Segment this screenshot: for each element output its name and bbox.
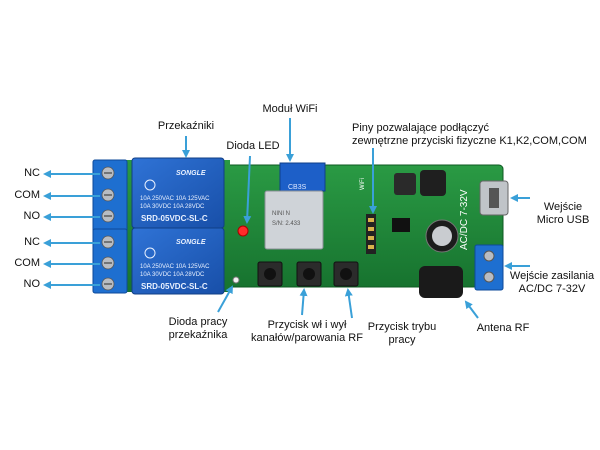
relay-brand: SONGLE [176,170,206,177]
relay-spec: 10A 30VDC 10A 28VDC [140,204,205,210]
terminal-label-com: COM [14,189,40,201]
label-mode-line2: pracy [388,334,416,346]
label-usb-line2: Micro USB [536,214,590,226]
relay-bottom [131,227,225,295]
terminal-label-nc: NC [24,167,40,179]
inductor [394,173,416,195]
label-pins-line1: Piny pozwalające podłączyć [352,122,489,134]
label-antenna: Antena RF [476,322,530,334]
wifi-mark: WiFi [360,178,366,190]
rf-antenna-coil [419,266,463,298]
regulator-chip [392,218,410,232]
relay-spec: 10A 30VDC 10A 28VDC [140,272,205,278]
label-onoff-button: Przycisk wł i wył kanałów/parowania RF [251,319,363,345]
label-pins: Piny pozwalające podłączyć zewnętrzne pr… [352,122,587,148]
module-text: S/N: 2.433 [272,221,301,227]
voltage-mark: AC/DC 7-32V [459,189,470,250]
label-power-line2: AC/DC 7-32V [518,283,586,295]
terminal-label-no: NO [23,278,41,290]
label-mode-button: Przycisk trybu pracy [368,321,436,347]
tactile-buttons [257,261,359,287]
label-usb-line1: Wejście [543,201,583,213]
relay-model: SRD-05VDC-SL-C [141,214,208,223]
header-pins [366,214,376,254]
label-led: Dioda LED [226,140,280,152]
terminal-label-com: COM [14,257,40,269]
label-onoff-line2: kanałów/parowania RF [251,332,363,344]
relay-model: SRD-05VDC-SL-C [141,282,208,291]
led-indicator [237,225,249,237]
relay-led [232,276,240,284]
relay-logo-icon [144,179,156,191]
relay-bottom-text: SONGLE 10A 250VAC 10A 125VAC 10A 30VDC 1… [140,239,210,291]
relay-spec: 10A 250VAC 10A 125VAC [140,264,210,270]
arrows [43,118,530,319]
label-relay-diode: Dioda pracy przekaźnika [169,316,228,342]
relay-logo-icon [144,247,156,259]
wifi-module-shield [264,190,324,250]
relay-brand: SONGLE [176,239,206,246]
label-power-line1: Wejście zasilania [509,270,595,282]
relay-top-text: SONGLE 10A 250VAC 10A 125VAC 10A 30VDC 1… [140,170,210,223]
terminal-label-nc: NC [24,236,40,248]
wifi-antenna-board [279,162,326,192]
label-usb: Wejście Micro USB [537,201,590,227]
label-relay-diode-line2: przekaźnika [168,329,228,341]
label-onoff-line1: Przycisk wł i wył [267,319,347,331]
label-relays: Przekaźniki [157,120,215,132]
label-wifi-module: Moduł WiFi [262,103,318,115]
label-mode-line1: Przycisk trybu [367,321,437,333]
terminal-label-no: NO [23,210,41,222]
module-text: NINI N [272,211,290,217]
label-relay-diode-line1: Dioda pracy [168,316,228,328]
module-code: CB3S [288,184,307,191]
power-terminal [474,244,504,291]
inductor [420,170,446,196]
relay-spec: 10A 250VAC 10A 125VAC [140,196,210,202]
label-pins-line2: zewnętrzne przyciski fizyczne K1,K2,COM,… [352,135,587,147]
label-power: Wejście zasilania AC/DC 7-32V [510,270,594,296]
